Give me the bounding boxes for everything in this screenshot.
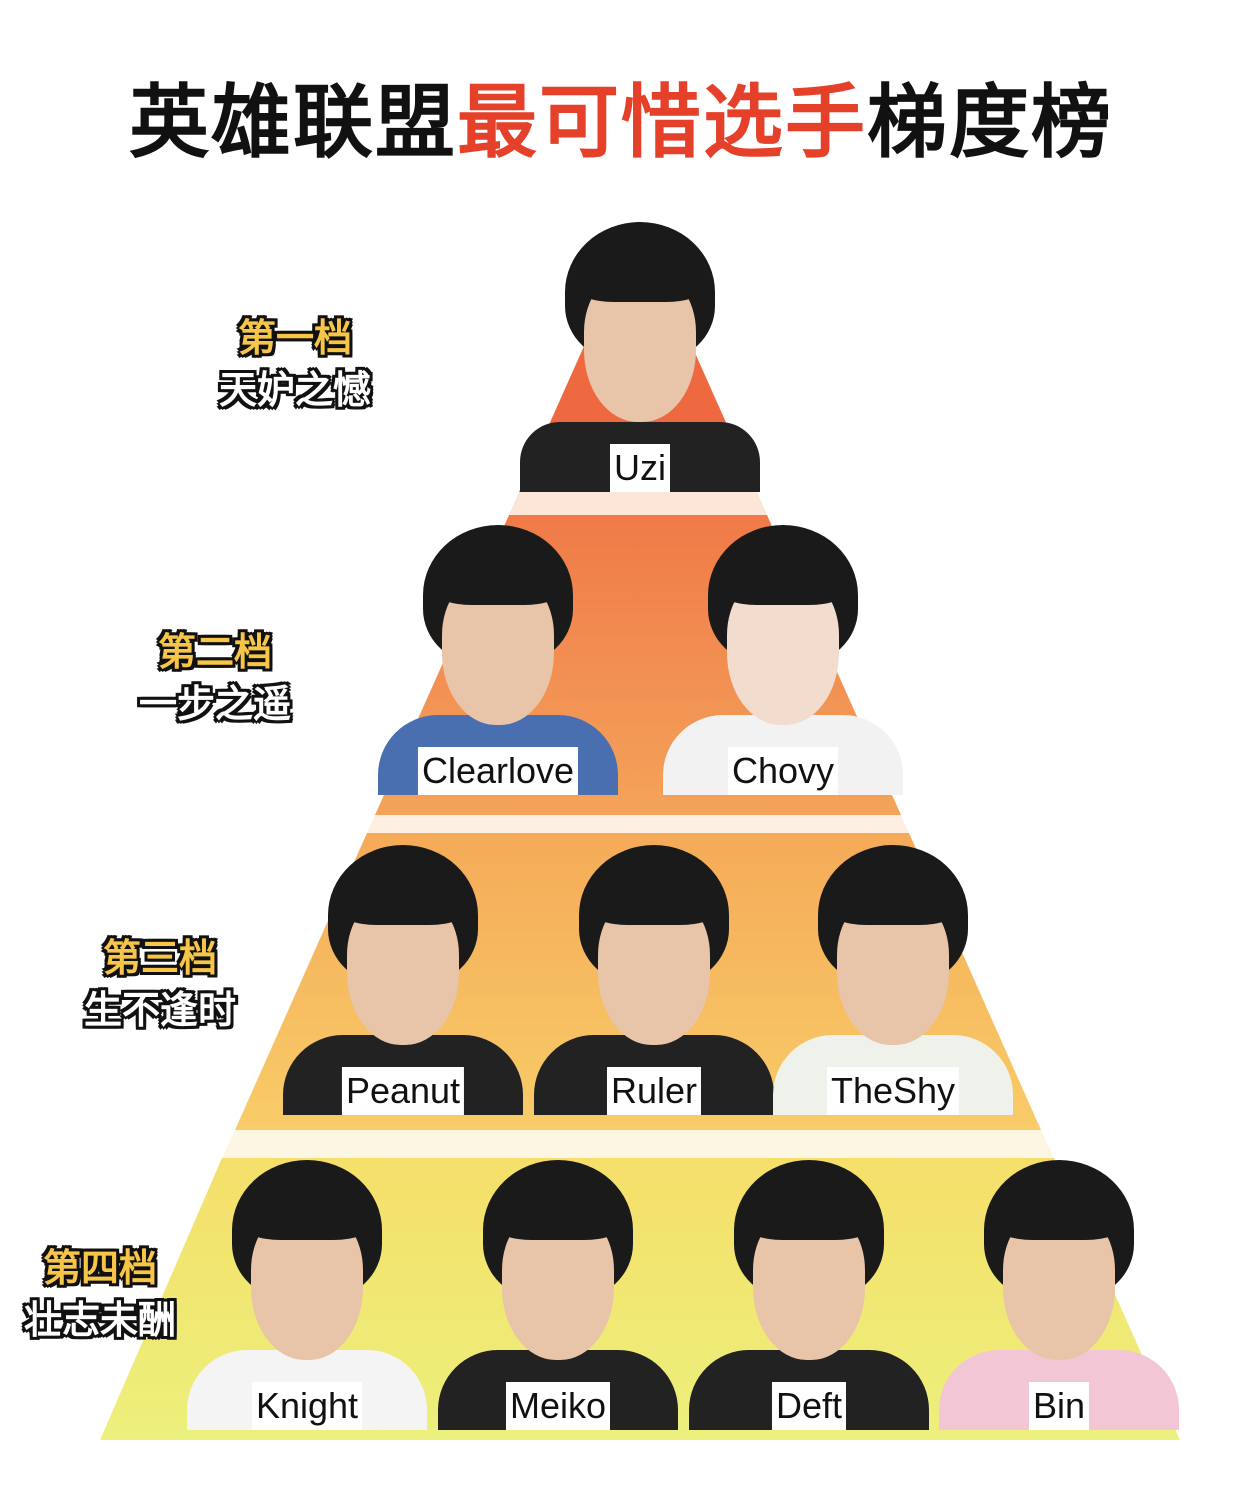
- pyramid-gap: [367, 815, 909, 833]
- player-name: Deft: [771, 1382, 847, 1430]
- tier-rank: 第四档: [42, 1246, 157, 1290]
- player-card: TheShy: [773, 845, 1013, 1115]
- player-name: Chovy: [727, 747, 839, 795]
- tier-motto: 壮志未酬: [23, 1298, 176, 1342]
- player-name: Uzi: [610, 444, 670, 492]
- title-highlight: 最可惜选手: [457, 76, 867, 169]
- player-name: Peanut: [341, 1067, 465, 1115]
- player-card: Chovy: [663, 525, 903, 795]
- player-card: Ruler: [534, 845, 774, 1115]
- player-name: Knight: [251, 1382, 363, 1430]
- title-part-3: 梯度榜: [867, 76, 1113, 169]
- tier-rank: 第二档: [157, 630, 272, 674]
- player-card: Clearlove: [378, 525, 618, 795]
- tier-motto: 天妒之憾: [218, 368, 371, 412]
- tier-motto: 生不逢时: [83, 988, 236, 1032]
- player-card: Uzi: [520, 222, 760, 492]
- tier-4-label: 第四档 壮志未酬: [5, 1242, 195, 1346]
- page-title: 英雄联盟最可惜选手梯度榜: [0, 58, 1242, 174]
- player-card: Meiko: [438, 1160, 678, 1430]
- tier-2-label: 第二档 一步之遥: [120, 626, 310, 730]
- player-name: Meiko: [505, 1382, 611, 1430]
- tier-motto: 一步之遥: [138, 682, 291, 726]
- player-name: Ruler: [606, 1067, 702, 1115]
- player-card: Bin: [939, 1160, 1179, 1430]
- title-part-1: 英雄联盟: [129, 76, 457, 169]
- tier-rank: 第三档: [102, 936, 217, 980]
- player-name: TheShy: [826, 1067, 960, 1115]
- pyramid-gap: [509, 492, 767, 515]
- tier-rank: 第一档: [237, 316, 352, 360]
- player-name: Bin: [1028, 1382, 1090, 1430]
- player-name: Clearlove: [417, 747, 579, 795]
- player-card: Peanut: [283, 845, 523, 1115]
- pyramid-gap: [222, 1130, 1054, 1158]
- tier-3-label: 第三档 生不逢时: [65, 932, 255, 1036]
- player-card: Deft: [689, 1160, 929, 1430]
- tier-1-label: 第一档 天妒之憾: [200, 312, 390, 416]
- player-card: Knight: [187, 1160, 427, 1430]
